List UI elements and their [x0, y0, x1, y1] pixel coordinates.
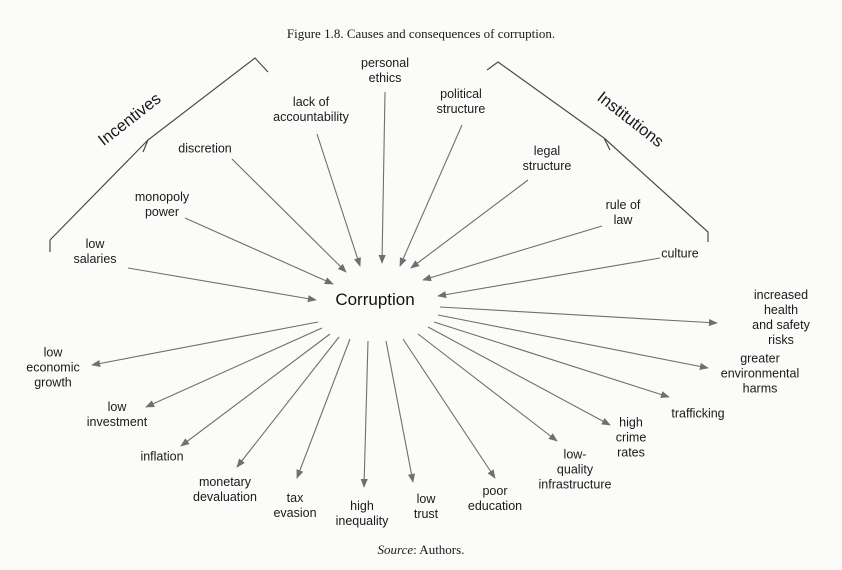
effect-low-quality-infrastructure: low- quality infrastructure [538, 447, 612, 492]
institutions-bracket [486, 61, 709, 242]
effect-arrow-6 [385, 340, 416, 483]
cause-arrow-7 [422, 225, 603, 282]
effect-arrow-3 [236, 336, 340, 468]
cause-low-salaries: low salaries [73, 237, 117, 266]
cause-arrow-0 [127, 267, 317, 303]
cause-personal-ethics: personal ethics [361, 56, 409, 85]
effect-tax-evasion: tax evasion [273, 491, 317, 520]
effect-greater-environmental-harms: greater environmental harms [720, 351, 800, 396]
cause-rule-of-law: rule of law [605, 198, 641, 227]
effect-arrow-9 [427, 326, 611, 426]
effect-arrow-4 [296, 338, 351, 479]
effect-monetary-devaluation: monetary devaluation [193, 475, 257, 504]
effect-low-trust: low trust [413, 492, 439, 521]
effect-arrow-8 [417, 333, 558, 442]
figure-source: Source: Authors. [0, 542, 842, 558]
cause-monopoly-power: monopoly power [134, 190, 190, 219]
cause-legal-structure: legal structure [522, 144, 572, 173]
cause-arrow-8 [437, 257, 661, 299]
source-text: : Authors. [413, 542, 465, 557]
corruption-node: Corruption [335, 290, 415, 309]
effect-arrow-12 [439, 306, 718, 327]
cause-arrow-6 [410, 179, 529, 269]
effect-arrow-11 [437, 314, 709, 370]
incentives-bracket [49, 57, 269, 252]
effect-high-crime-rates: high crime rates [615, 415, 647, 460]
effect-trafficking: trafficking [671, 406, 725, 421]
effect-increased-health-and-safety-risks: increased health and safety risks [752, 288, 810, 347]
effect-poor-education: poor education [467, 484, 523, 513]
cause-arrow-1 [184, 217, 334, 285]
figure-title: Figure 1.8. Causes and consequences of c… [286, 26, 556, 41]
effect-arrow-7 [402, 338, 496, 479]
effect-arrow-1 [145, 327, 323, 408]
cause-arrow-4 [378, 91, 386, 264]
effect-arrow-5 [360, 340, 369, 488]
cause-culture: culture [661, 246, 699, 261]
effect-arrow-10 [433, 321, 670, 398]
cause-arrow-2 [231, 158, 347, 273]
effect-low-economic-growth: low economic growth [26, 345, 80, 390]
cause-political-structure: political structure [436, 87, 486, 116]
cause-arrow-3 [316, 133, 361, 267]
effect-arrow-0 [91, 321, 319, 368]
source-label: Source [377, 542, 414, 557]
cause-lack-of-accountability: lack of accountability [273, 95, 349, 124]
cause-discretion: discretion [178, 141, 232, 156]
effect-high-inequality: high inequality [335, 499, 389, 528]
effect-inflation: inflation [140, 449, 184, 464]
cause-arrow-5 [399, 124, 463, 267]
effect-low-investment: low investment [86, 400, 148, 429]
effect-arrow-2 [180, 333, 331, 447]
